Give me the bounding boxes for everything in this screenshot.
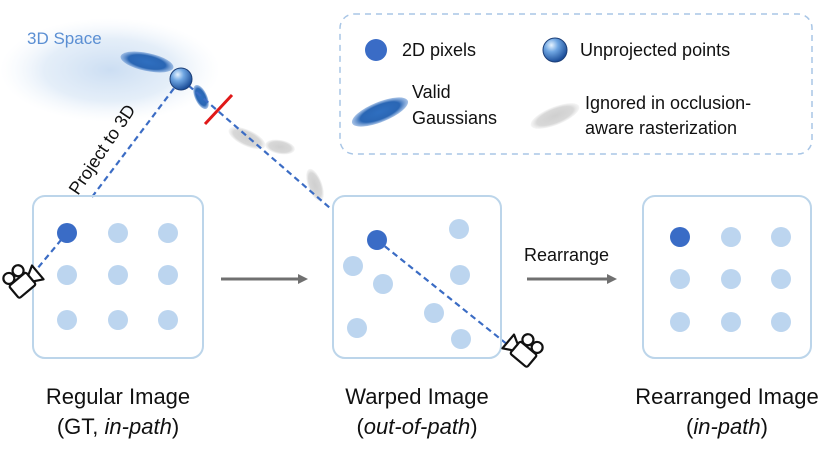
camera-ray (31, 233, 67, 276)
pixel-dot (721, 269, 741, 289)
legend-valid-label-line1: Valid (412, 82, 451, 102)
target-camera-icon (501, 333, 544, 368)
pixel-dot (57, 265, 77, 285)
pixel-dot (721, 312, 741, 332)
pixel-dot (108, 223, 128, 243)
regular-caption-sub: (GT, in-path) (57, 414, 179, 439)
ignored-gaussian (265, 139, 295, 155)
pixel-dot (347, 318, 367, 338)
pixel-dot (343, 256, 363, 276)
pixel-dot (158, 265, 178, 285)
pixel-dot (721, 227, 741, 247)
projection-ray (91, 78, 182, 198)
legend-pixels-label: 2D pixels (402, 40, 476, 60)
pixel-dot (57, 310, 77, 330)
pixel-dot (158, 310, 178, 330)
rearranged-image-panel (642, 195, 812, 359)
space-label: 3D Space (27, 29, 102, 48)
legend-box (339, 13, 813, 155)
warp-ray (180, 78, 331, 209)
pixel-dot (771, 269, 791, 289)
source-camera-icon (2, 264, 45, 299)
legend-unprojected-label: Unprojected points (580, 40, 730, 60)
ignored-gaussian (228, 126, 266, 150)
valid-gaussian (120, 51, 174, 73)
pixel-dot (771, 227, 791, 247)
warped-caption-title: Warped Image (345, 384, 488, 409)
pixel-dot (373, 274, 393, 294)
legend-sphere-icon (542, 37, 568, 63)
pixel-dot (451, 329, 471, 349)
legend-valid-gaussian-swatch (351, 97, 409, 127)
legend-pixel-swatch (365, 39, 387, 61)
regular-caption-title: Regular Image (46, 384, 190, 409)
pixel-dot (108, 310, 128, 330)
pixel-dot (424, 303, 444, 323)
pixel-ray (376, 239, 509, 346)
rearranged-caption-sub: (in-path) (686, 414, 768, 439)
rearranged-caption-title: Rearranged Image (635, 384, 818, 409)
legend-ignored-label-line1: Ignored in occlusion- (585, 93, 751, 113)
unprojected-point-sphere-icon (169, 67, 193, 91)
rearrange-label: Rearrange (524, 245, 609, 265)
ignored-gaussian (306, 168, 324, 202)
pixel-dot (450, 265, 470, 285)
pixel-dot (449, 219, 469, 239)
warped-caption-sub: (out-of-path) (356, 414, 477, 439)
space-cloud (0, 18, 220, 122)
regular-pixel-grid (57, 223, 178, 330)
occlusion-mark (203, 93, 234, 126)
pixel-dot (367, 230, 387, 250)
pixel-dot (108, 265, 128, 285)
legend-valid-label-line2: Gaussians (412, 108, 497, 128)
pixel-dot (670, 269, 690, 289)
valid-gaussian (193, 84, 209, 110)
pixel-dot (670, 312, 690, 332)
pixel-dot (670, 227, 690, 247)
pixel-dot (158, 223, 178, 243)
pixel-dot (57, 223, 77, 243)
pixel-dot (771, 312, 791, 332)
legend-ignored-label-line2: aware rasterization (585, 118, 737, 138)
legend-ignored-gaussian-swatch (530, 103, 580, 129)
warped-pixel-scatter (343, 219, 471, 349)
rearranged-pixel-grid (670, 227, 791, 332)
warped-image-panel (332, 195, 502, 359)
